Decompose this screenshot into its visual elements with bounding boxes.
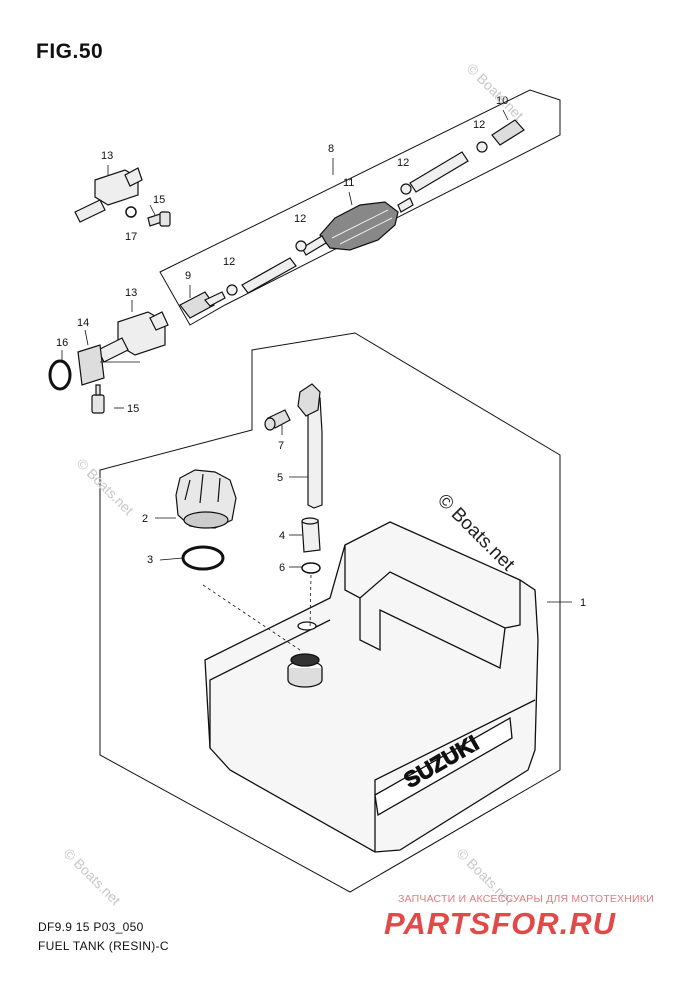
hose-clamp bbox=[476, 141, 488, 153]
figure-title: FIG.50 bbox=[36, 40, 104, 63]
callout-13: 13 bbox=[101, 150, 113, 162]
figure-code: DF9.9 15 P03_050 bbox=[38, 920, 144, 934]
callout-12: 12 bbox=[223, 256, 235, 268]
shop-logo[interactable]: PARTSFOR.RU bbox=[384, 906, 617, 941]
callout-14: 14 bbox=[77, 317, 89, 329]
tank-connector bbox=[179, 291, 215, 319]
callout-4: 4 bbox=[279, 530, 285, 542]
engine-connector bbox=[491, 119, 525, 146]
callout-6: 6 bbox=[279, 562, 285, 574]
callout-8: 8 bbox=[328, 143, 334, 155]
connector-fitting-upper bbox=[74, 167, 143, 223]
hose-clamp bbox=[400, 183, 412, 195]
washer bbox=[125, 206, 137, 218]
callout-5: 5 bbox=[277, 472, 283, 484]
seal-ring bbox=[48, 359, 72, 391]
hose-clamp bbox=[226, 284, 238, 296]
fuel-pickup-pipe bbox=[297, 383, 323, 509]
assembly-line-cap bbox=[202, 584, 301, 651]
callout-3: 3 bbox=[147, 554, 153, 566]
callout-12: 12 bbox=[397, 157, 409, 169]
callout-15: 15 bbox=[153, 194, 165, 206]
hose-assembly-outline bbox=[159, 89, 561, 326]
callout-12: 12 bbox=[473, 119, 485, 131]
fuel-filter bbox=[301, 517, 321, 553]
union-fitting bbox=[264, 409, 291, 431]
callout-7: 7 bbox=[278, 440, 284, 452]
fuel-tank bbox=[204, 521, 539, 853]
brand-plate bbox=[374, 716, 513, 817]
o-ring bbox=[301, 562, 321, 574]
callout-1: 1 bbox=[580, 597, 586, 609]
hose-clamp bbox=[295, 240, 307, 252]
fuel-cap bbox=[175, 469, 237, 529]
tank-group-outline bbox=[99, 332, 561, 893]
callout-2: 2 bbox=[142, 513, 148, 525]
callout-15: 15 bbox=[127, 403, 139, 415]
hose-segment bbox=[241, 257, 297, 294]
shop-tagline: ЗАПЧАСТИ И АКСЕССУАРЫ ДЛЯ МОТОТЕХНИКИ bbox=[398, 893, 654, 905]
bracket bbox=[77, 344, 105, 386]
callout-16: 16 bbox=[56, 337, 68, 349]
callout-12: 12 bbox=[294, 213, 306, 225]
mount-bolt bbox=[91, 384, 105, 414]
callout-10: 10 bbox=[496, 95, 508, 107]
callout-11: 11 bbox=[343, 177, 354, 189]
connector-fitting-lower bbox=[97, 311, 169, 363]
callout-9: 9 bbox=[185, 270, 191, 282]
gasket bbox=[181, 545, 225, 571]
hose-segment bbox=[409, 151, 469, 193]
primer-bulb bbox=[319, 201, 399, 251]
bolt bbox=[147, 211, 171, 227]
callout-17: 17 bbox=[125, 231, 137, 243]
figure-caption: FUEL TANK (RESIN)-C bbox=[38, 939, 169, 953]
callout-13: 13 bbox=[125, 287, 137, 299]
